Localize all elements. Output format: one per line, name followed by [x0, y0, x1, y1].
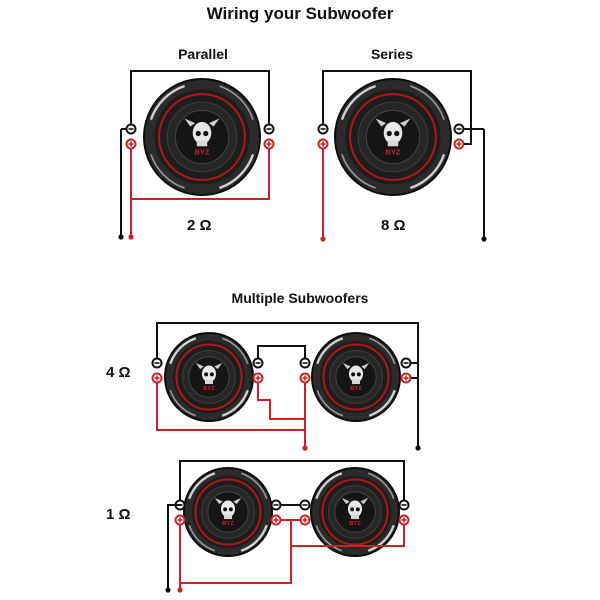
speaker-badge: BYZ	[203, 386, 215, 392]
negative-output-dot	[165, 587, 171, 593]
skull-logo-icon	[195, 362, 223, 385]
page-title: Wiring your Subwoofer	[206, 4, 394, 23]
parallel-label: Parallel	[178, 46, 228, 62]
speaker-badge: BYZ	[350, 386, 362, 392]
row4-negative-bus	[156, 322, 419, 364]
skull-logo-icon	[375, 118, 411, 147]
negative-output-dot	[118, 234, 124, 240]
positive-output-dot	[320, 236, 326, 242]
speaker-badge: BYZ	[385, 147, 400, 156]
skull-logo-icon	[342, 362, 370, 385]
row1-negative-out	[167, 504, 181, 590]
series-label: Series	[370, 46, 414, 62]
negative-output-dot	[481, 236, 487, 242]
subwoofer-speaker: BYZ	[143, 78, 261, 196]
subwoofer-speaker: BYZ	[164, 332, 254, 422]
negative-output-dot	[415, 445, 421, 451]
subwoofer-speaker: BYZ	[311, 332, 401, 422]
skull-logo-icon	[184, 118, 220, 147]
positive-output-dot	[177, 587, 183, 593]
skull-logo-icon	[341, 497, 369, 520]
speaker-badge: BYZ	[349, 521, 361, 527]
subwoofer-speaker: BYZ	[310, 467, 400, 557]
row4-negative-jumper	[257, 345, 306, 358]
speaker-badge: BYZ	[194, 147, 209, 156]
parallel-negative-loop	[130, 70, 270, 124]
speaker-badge: BYZ	[222, 521, 234, 527]
series-negative-lead	[322, 70, 472, 130]
row4-positive-bus	[156, 383, 306, 431]
row1-positive-right	[291, 525, 405, 547]
positive-output-dot	[128, 234, 134, 240]
parallel-impedance: 2 Ω	[187, 217, 212, 234]
series-impedance: 8 Ω	[381, 217, 406, 234]
row1-negative-bus	[179, 460, 405, 500]
multiple-row-4ohm-impedance: 4 Ω	[106, 364, 131, 381]
row4-positive-jumper	[257, 383, 305, 420]
multiple-row-1ohm-impedance: 1 Ω	[106, 506, 131, 523]
multiple-subwoofers-label: Multiple Subwoofers	[231, 290, 369, 306]
series-jumper	[464, 129, 472, 145]
skull-logo-icon	[214, 497, 242, 520]
positive-output-dot	[302, 445, 308, 451]
subwoofer-speaker: BYZ	[183, 467, 273, 557]
row1-positive-bus	[179, 520, 292, 584]
subwoofer-speaker: BYZ	[334, 78, 452, 196]
